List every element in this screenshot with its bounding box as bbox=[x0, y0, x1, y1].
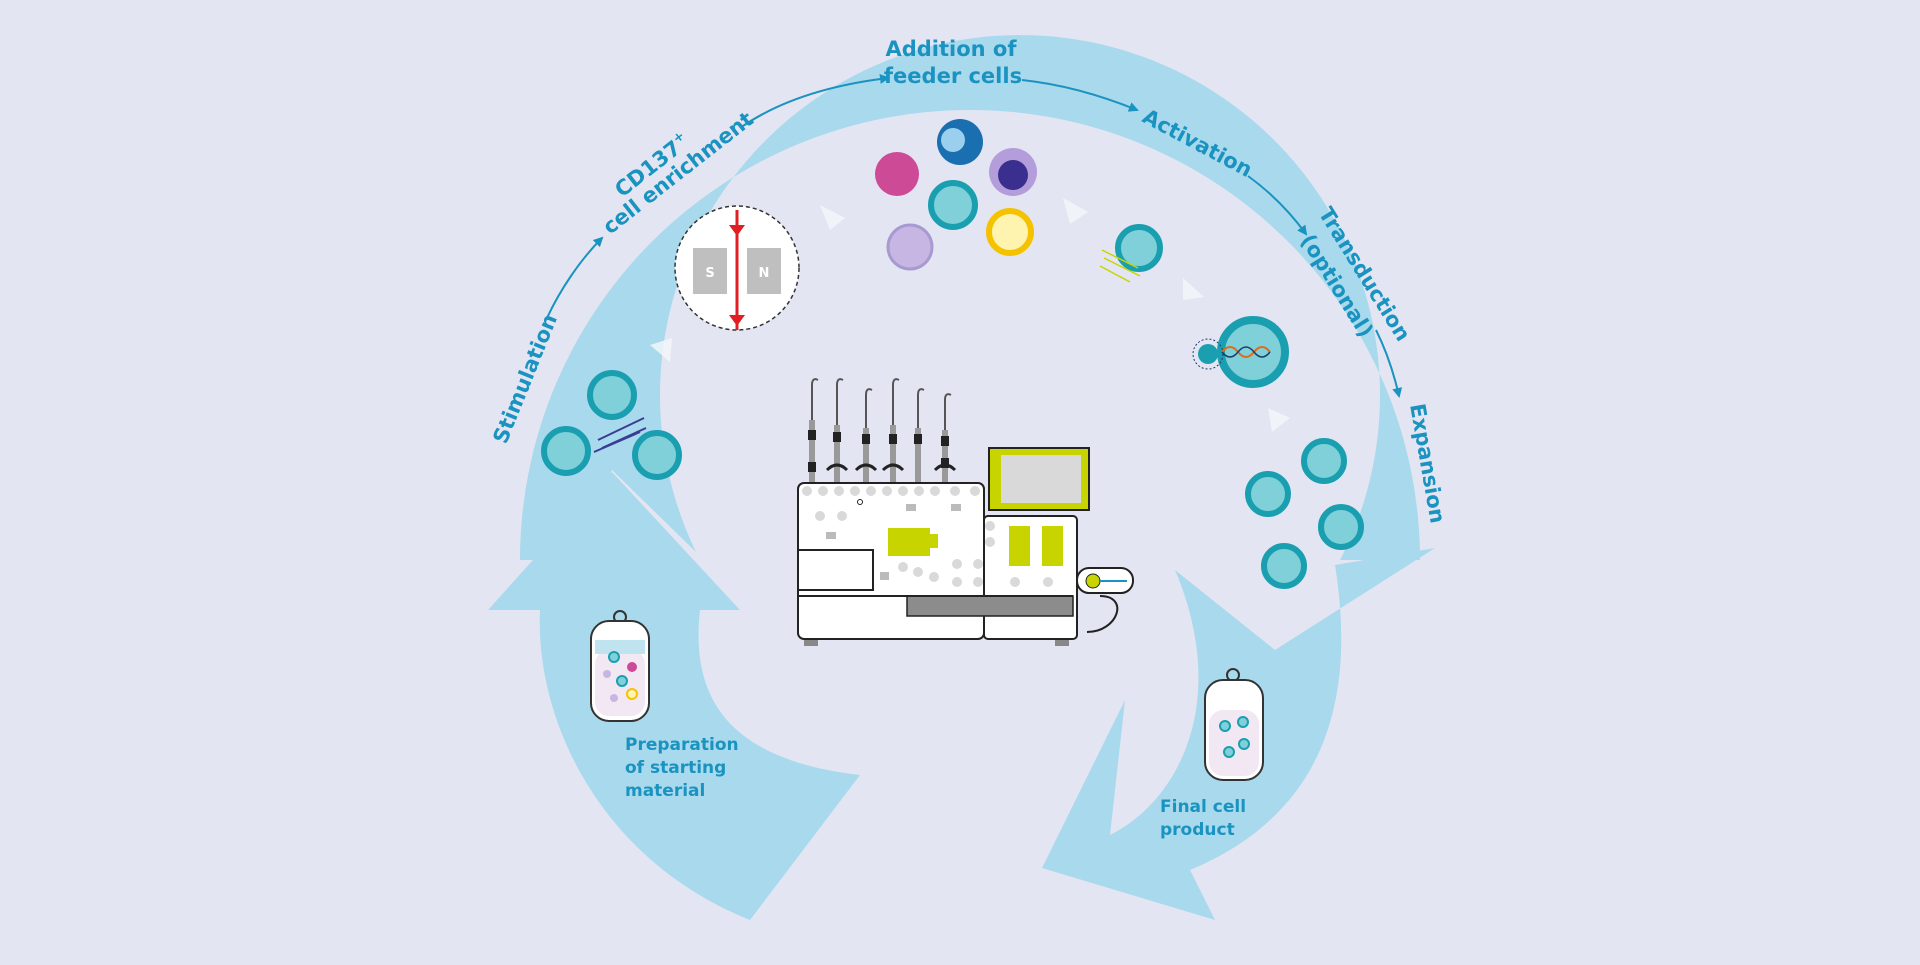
cell bbox=[1261, 543, 1307, 589]
chevron-1 bbox=[820, 205, 845, 230]
label-feeder-line1: Addition of bbox=[885, 37, 1017, 61]
transduction-cell bbox=[1192, 316, 1289, 388]
activation-cell bbox=[1099, 224, 1163, 283]
cell bbox=[541, 426, 591, 476]
arrow-activation-to-transduction bbox=[1247, 175, 1308, 236]
stimulation-bead-lines bbox=[593, 417, 647, 453]
magnet-icon: S N bbox=[674, 205, 800, 331]
cell bbox=[1301, 438, 1347, 484]
chevron-4 bbox=[1268, 408, 1290, 432]
cell bbox=[632, 430, 682, 480]
arrow-feeder-to-activation bbox=[1021, 79, 1139, 112]
left-loop-arrow bbox=[488, 472, 860, 920]
final-product-bag-icon bbox=[1204, 668, 1264, 781]
label-preparation-3: material bbox=[625, 781, 705, 801]
label-final-1: Final cell bbox=[1160, 797, 1246, 817]
label-preparation-1: Preparation bbox=[625, 735, 739, 755]
cell bbox=[986, 208, 1034, 256]
chevron-2 bbox=[1063, 198, 1088, 224]
magnet-south: S bbox=[705, 266, 714, 281]
cell bbox=[875, 152, 919, 196]
cell bbox=[928, 180, 978, 230]
label-preparation-2: of starting bbox=[625, 758, 726, 778]
expansion-cells bbox=[1245, 438, 1364, 589]
stimulation-cells bbox=[541, 370, 682, 480]
arrow-transduction-to-expansion bbox=[1375, 329, 1403, 398]
cell bbox=[1318, 504, 1364, 550]
cell bbox=[587, 370, 637, 420]
cell bbox=[886, 223, 934, 271]
label-final-2: product bbox=[1160, 820, 1235, 840]
cell bbox=[1245, 471, 1291, 517]
label-feeder-line2: feeder cells bbox=[884, 64, 1022, 88]
chevron-5 bbox=[650, 338, 672, 362]
magnet-north: N bbox=[759, 266, 770, 281]
arrow-cd137-to-feeder bbox=[739, 73, 890, 129]
arrow-stimulation-to-cd137 bbox=[546, 236, 604, 319]
process-ring bbox=[520, 35, 1420, 560]
starting-material-bag-icon bbox=[590, 610, 650, 722]
feeder-cells bbox=[875, 119, 1037, 271]
chevron-3 bbox=[1183, 278, 1204, 300]
cell-processing-instrument bbox=[797, 378, 1134, 646]
